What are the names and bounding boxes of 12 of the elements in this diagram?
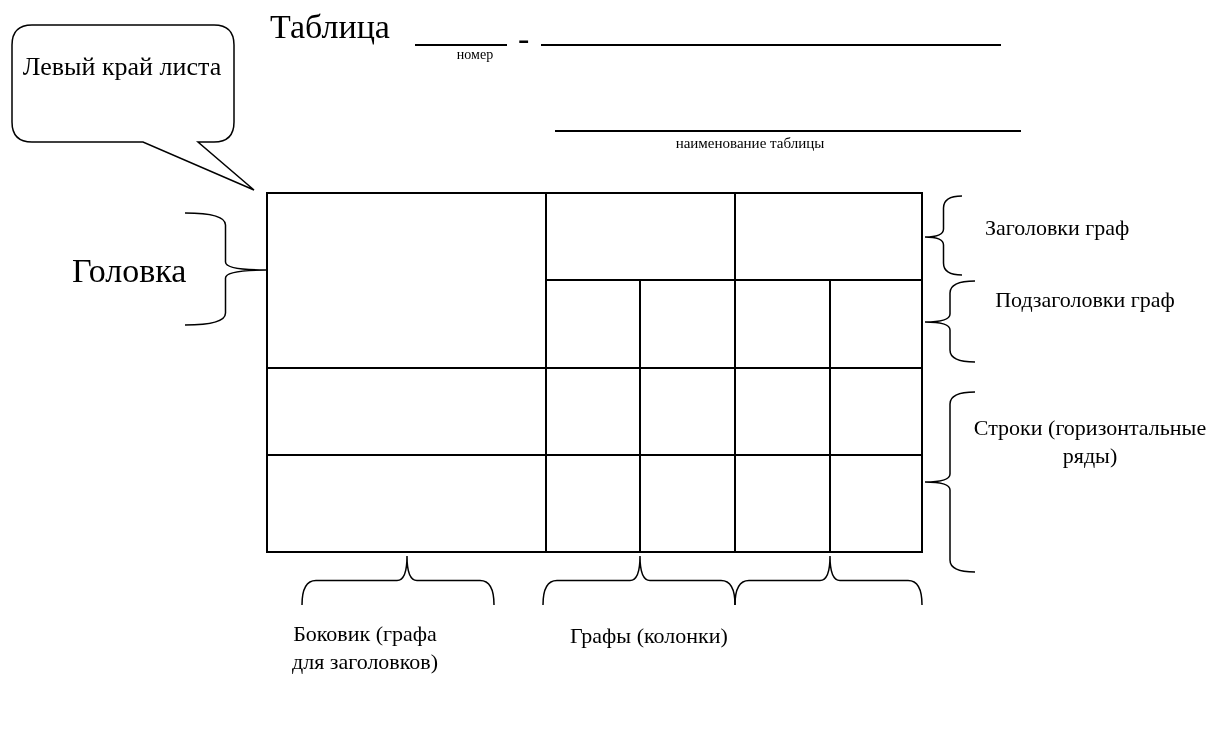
dash-text: - — [518, 19, 531, 59]
part-label: Строки (горизонтальные ряды) — [972, 414, 1208, 469]
part-label: Подзаголовки граф — [994, 286, 1176, 314]
part-label: Боковик (графа для заголовков) — [290, 620, 440, 675]
callout-bubble — [10, 24, 256, 194]
part-label: Заголовки граф — [985, 214, 1131, 242]
title: Таблица — [270, 7, 390, 47]
field-caption: наименование таблицы — [674, 134, 826, 153]
field-caption: номер — [455, 46, 495, 64]
part-label: Головка — [72, 251, 188, 291]
part-label: Графы (колонки) — [570, 622, 729, 650]
callout-text: Левый край листа — [22, 52, 222, 81]
